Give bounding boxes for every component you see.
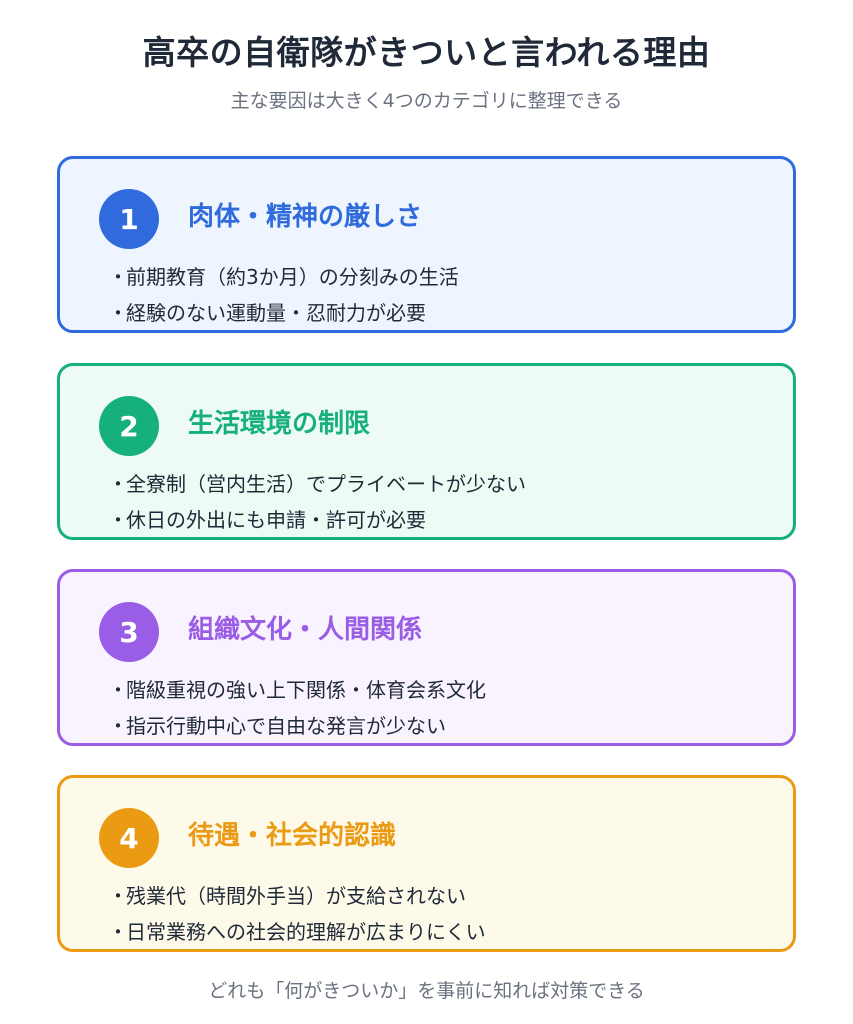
category-card-organization-culture: 3 組織文化・人間関係 ・階級重視の強い上下関係・体育会系文化 ・指示行動中心で… [57, 569, 796, 746]
category-point-text: 残業代（時間外手当）が支給されない [126, 884, 466, 908]
category-point: ・前期教育（約3か月）の分刻みの生活 [108, 259, 459, 295]
bullet-icon: ・ [108, 678, 128, 702]
category-point: ・全寮制（営内生活）でプライベートが少ない [108, 466, 526, 502]
category-point: ・指示行動中心で自由な発言が少ない [108, 708, 486, 744]
category-point-text: 階級重視の強い上下関係・体育会系文化 [126, 678, 486, 702]
bullet-icon: ・ [108, 920, 128, 944]
category-points: ・階級重視の強い上下関係・体育会系文化 ・指示行動中心で自由な発言が少ない [108, 672, 486, 744]
bullet-icon: ・ [108, 265, 128, 289]
category-points: ・残業代（時間外手当）が支給されない ・日常業務への社会的理解が広まりにくい [108, 878, 486, 950]
page-title: 高卒の自衛隊がきついと言われる理由 [142, 33, 711, 72]
category-title: 組織文化・人間関係 [188, 615, 423, 645]
category-card-treatment-recognition: 4 待遇・社会的認識 ・残業代（時間外手当）が支給されない ・日常業務への社会的… [57, 775, 796, 952]
bullet-icon: ・ [108, 508, 128, 532]
page-subtitle: 主な要因は大きく4つのカテゴリに整理できる [230, 90, 623, 112]
category-number-badge: 1 [99, 189, 159, 249]
category-point-text: 日常業務への社会的理解が広まりにくい [126, 920, 486, 944]
category-point: ・階級重視の強い上下関係・体育会系文化 [108, 672, 486, 708]
bullet-icon: ・ [108, 884, 128, 908]
bullet-icon: ・ [108, 301, 128, 325]
category-points: ・前期教育（約3か月）の分刻みの生活 ・経験のない運動量・忍耐力が必要 [108, 259, 459, 331]
category-title: 生活環境の制限 [188, 409, 371, 439]
category-point-text: 前期教育（約3か月）の分刻みの生活 [126, 265, 459, 289]
category-card-living-environment: 2 生活環境の制限 ・全寮制（営内生活）でプライベートが少ない ・休日の外出にも… [57, 363, 796, 540]
category-title: 待遇・社会的認識 [188, 821, 397, 851]
bullet-icon: ・ [108, 472, 128, 496]
category-card-physical-mental: 1 肉体・精神の厳しさ ・前期教育（約3か月）の分刻みの生活 ・経験のない運動量… [57, 156, 796, 333]
category-points: ・全寮制（営内生活）でプライベートが少ない ・休日の外出にも申請・許可が必要 [108, 466, 526, 538]
category-point: ・残業代（時間外手当）が支給されない [108, 878, 486, 914]
category-number-badge: 3 [99, 602, 159, 662]
category-number-badge: 4 [99, 808, 159, 868]
category-point-text: 経験のない運動量・忍耐力が必要 [126, 301, 426, 325]
category-point-text: 休日の外出にも申請・許可が必要 [126, 508, 426, 532]
category-point: ・経験のない運動量・忍耐力が必要 [108, 295, 459, 331]
footer-note: どれも「何がきついか」を事前に知れば対策できる [208, 980, 645, 1002]
category-point-text: 指示行動中心で自由な発言が少ない [126, 714, 446, 738]
bullet-icon: ・ [108, 714, 128, 738]
category-point: ・休日の外出にも申請・許可が必要 [108, 502, 526, 538]
category-point: ・日常業務への社会的理解が広まりにくい [108, 914, 486, 950]
category-number-badge: 2 [99, 396, 159, 456]
category-title: 肉体・精神の厳しさ [188, 202, 423, 232]
category-point-text: 全寮制（営内生活）でプライベートが少ない [126, 472, 526, 496]
